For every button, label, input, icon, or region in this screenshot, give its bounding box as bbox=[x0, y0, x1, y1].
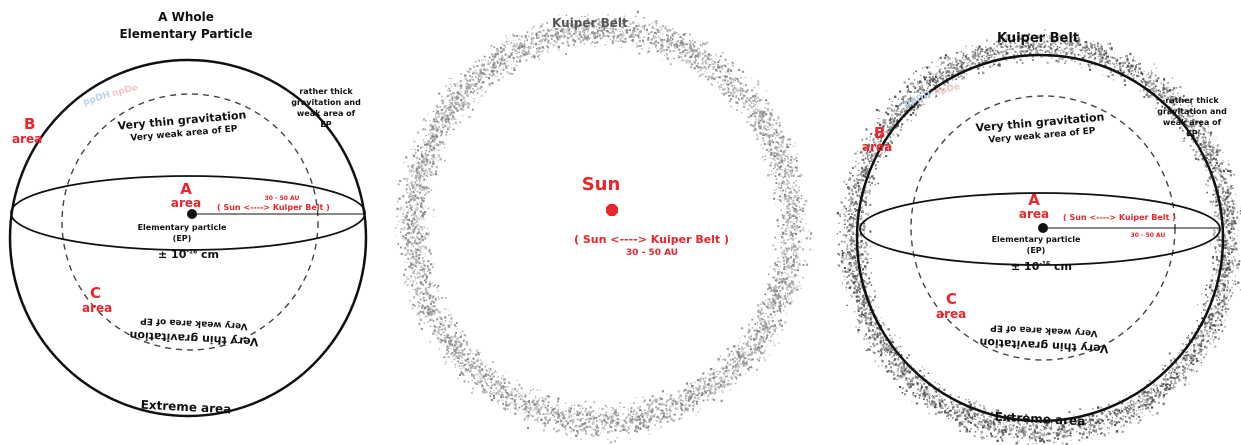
title-line-1: A Whole bbox=[158, 10, 214, 24]
thick-area-line-2: gravitation and bbox=[1157, 107, 1227, 116]
right-diagram-graphics bbox=[836, 29, 1241, 445]
a-area-letter: A bbox=[1028, 191, 1040, 209]
equator-ellipse bbox=[859, 192, 1221, 266]
combined-diagram: Kuiper Belt ppDH npDe B area rather thic… bbox=[820, 0, 1241, 445]
distance-label: 30 - 50 AU bbox=[1130, 232, 1166, 239]
ep-label-line-1: Elementary particle bbox=[991, 235, 1081, 244]
b-area-label: area bbox=[12, 132, 43, 146]
kuiper-belt-diagram: Kuiper Belt Sun ( Sun <----> Kuiper Belt… bbox=[380, 0, 820, 445]
elementary-particle-dot bbox=[1038, 223, 1048, 233]
middle-diagram-graphics bbox=[394, 10, 813, 444]
thick-area-line-1: rather thick bbox=[299, 87, 353, 96]
a-area-label: area bbox=[170, 196, 202, 210]
sun-kuiper-label: ( Sun <----> Kuiper Belt ) bbox=[217, 203, 330, 212]
a-area-letter: A bbox=[180, 180, 192, 198]
sun-label: Sun bbox=[581, 174, 621, 195]
thick-area-line-3: weak area of bbox=[296, 109, 356, 118]
ep-label-line-1: Elementary particle bbox=[137, 223, 227, 232]
distance-label: 30 - 50 AU bbox=[625, 248, 679, 258]
outer-sphere bbox=[8, 58, 368, 418]
b-area-label: area bbox=[862, 140, 893, 154]
distance-label: 30 - 50 AU bbox=[264, 195, 300, 202]
b-area-letter: B bbox=[874, 124, 886, 142]
c-area-label: area bbox=[936, 307, 967, 321]
sun-kuiper-label: ( Sun <----> Kuiper Belt ) bbox=[1063, 213, 1176, 222]
ep-label-line-2: (EP) bbox=[1026, 246, 1046, 255]
inner-dashed-circle bbox=[61, 93, 319, 351]
kuiper-belt-ring bbox=[394, 10, 813, 444]
thick-area-line-3: weak area of bbox=[1162, 118, 1222, 127]
ep-size-label: ± 10-16 cm bbox=[158, 248, 220, 261]
ep-label-line-2: (EP) bbox=[172, 234, 192, 243]
thick-area-line-1: rather thick bbox=[1165, 96, 1219, 105]
equator-ellipse bbox=[10, 175, 366, 251]
elementary-particle-dot bbox=[187, 209, 197, 219]
kuiper-belt-title: Kuiper Belt bbox=[996, 31, 1080, 46]
c-area-label: area bbox=[82, 301, 113, 315]
c-area-letter: C bbox=[90, 284, 102, 302]
sun-kuiper-label: ( Sun <----> Kuiper Belt ) bbox=[574, 233, 730, 246]
a-area-label: area bbox=[1018, 207, 1050, 221]
thick-area-line-2: gravitation and bbox=[291, 98, 361, 107]
sun-icon bbox=[606, 204, 618, 216]
left-diagram-graphics bbox=[8, 58, 368, 418]
title-line-2: Elementary Particle bbox=[119, 27, 253, 41]
thick-area-line-4: EP bbox=[320, 120, 332, 129]
c-area-letter: C bbox=[946, 290, 958, 308]
thick-area-line-4: EP bbox=[1186, 129, 1198, 138]
b-area-letter: B bbox=[24, 115, 36, 133]
outer-sphere bbox=[855, 53, 1225, 423]
kuiper-belt-title: Kuiper Belt bbox=[552, 16, 628, 30]
elementary-particle-diagram: A Whole Elementary Particle ppDH npDe B … bbox=[0, 0, 380, 445]
ep-size-label: ± 10-16 cm bbox=[1011, 260, 1073, 273]
